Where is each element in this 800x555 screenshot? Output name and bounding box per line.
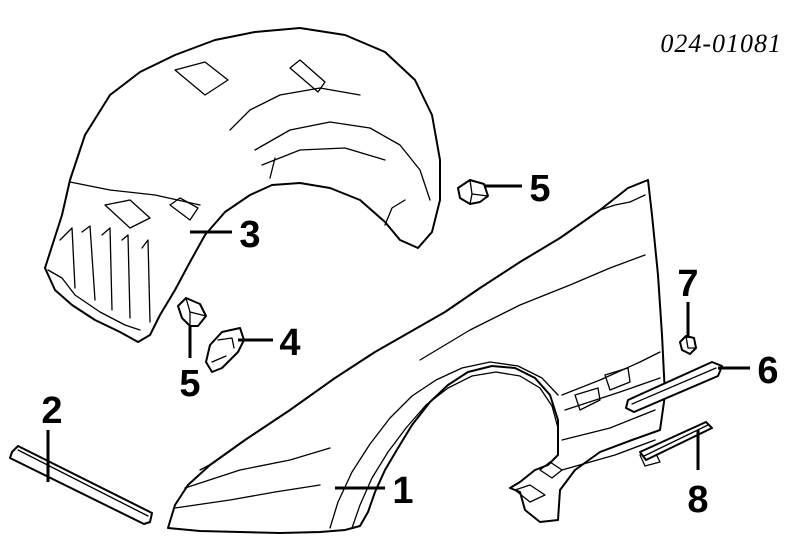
callout-4: 4: [279, 322, 300, 364]
callout-labels: 1 2 3 4 5 5 6 7 8: [41, 168, 778, 521]
fender-liner: [44, 27, 441, 343]
callout-6: 6: [757, 350, 778, 392]
bracket: [205, 327, 245, 373]
fastener: [679, 335, 697, 355]
leader-lines: [46, 184, 750, 490]
callout-1: 1: [392, 470, 413, 512]
callout-8: 8: [687, 479, 708, 521]
clip-upper: [457, 179, 489, 205]
reference-code: 024-01081: [660, 29, 782, 58]
callout-5-lower: 5: [179, 363, 200, 405]
side-trim-upper: [625, 361, 723, 413]
callout-2: 2: [41, 390, 62, 432]
front-fender: [167, 179, 666, 534]
callout-3: 3: [239, 214, 260, 256]
callout-7: 7: [677, 263, 698, 305]
molding-strip: [9, 445, 153, 525]
callout-5-upper: 5: [529, 168, 550, 210]
clip-lower: [177, 297, 207, 327]
